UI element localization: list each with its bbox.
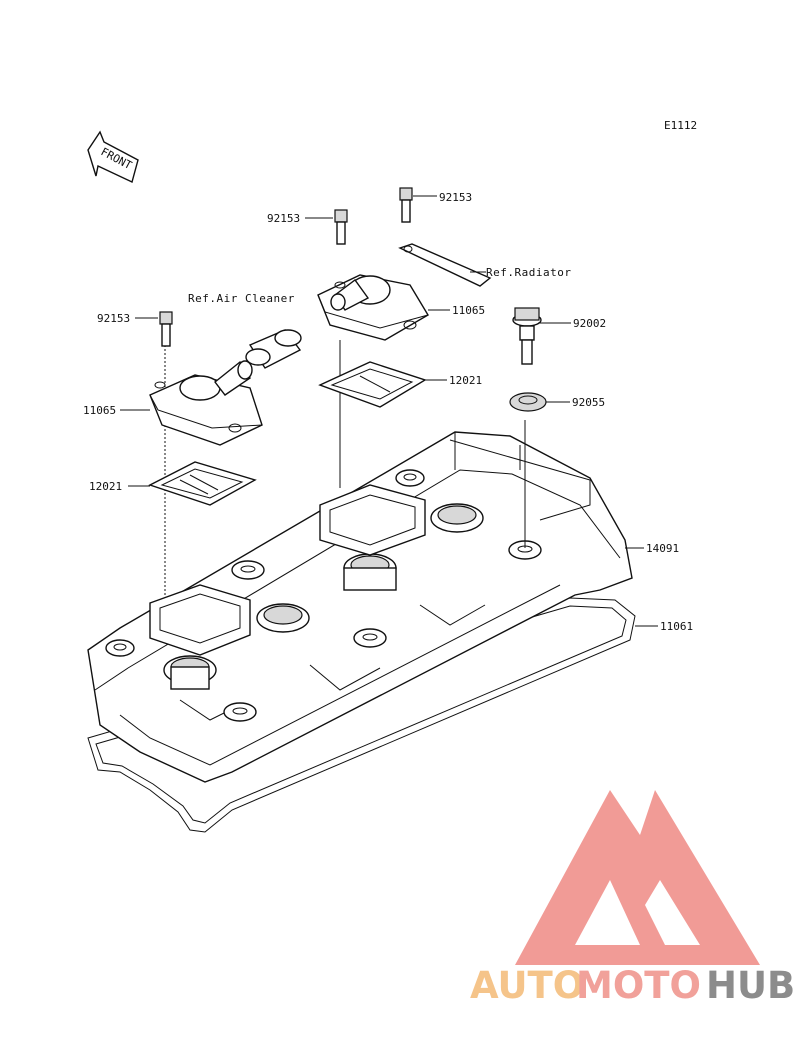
- callout-12021-right: 12021: [449, 374, 482, 387]
- bolt-92153-a: [334, 209, 348, 245]
- bolt-92002: [512, 307, 542, 365]
- reed-valve-cover-right-11065: [317, 274, 429, 341]
- ref-air-cleaner-label: Ref.Air Cleaner: [188, 292, 295, 305]
- callout-92055: 92055: [572, 396, 605, 409]
- callout-92002: 92002: [573, 317, 606, 330]
- air-cleaner-hose: [245, 329, 302, 369]
- reed-valve-right-12021: [318, 361, 427, 408]
- callout-12021-left: 12021: [89, 480, 122, 493]
- watermark-hub: HUB: [706, 964, 795, 1007]
- watermark-moto: MOTO: [576, 964, 701, 1007]
- radiator-bracket: [398, 243, 492, 287]
- bolt-92153-c: [159, 311, 173, 347]
- callout-92153-c: 92153: [97, 312, 130, 325]
- automotohub-logo: [515, 790, 760, 965]
- callout-11061: 11061: [660, 620, 693, 633]
- front-arrow-icon: FRONT: [87, 130, 139, 183]
- reed-valve-left-12021: [148, 461, 257, 506]
- ref-radiator-label: Ref.Radiator: [486, 266, 571, 279]
- callout-92153-a: 92153: [267, 212, 300, 225]
- callout-92153-b: 92153: [439, 191, 472, 204]
- callout-11065-right: 11065: [452, 304, 485, 317]
- callout-11065-left: 11065: [83, 404, 116, 417]
- callout-14091: 14091: [646, 542, 679, 555]
- cylinder-head-cover-14091: [87, 431, 633, 783]
- bolt-92153-b: [399, 187, 413, 223]
- cover-gasket-11061: [87, 597, 636, 833]
- reed-valve-cover-left-11065: [149, 360, 263, 446]
- watermark-auto: AUTO: [470, 964, 584, 1007]
- grommet-92055: [509, 392, 547, 412]
- diagram-code: E1112: [664, 119, 697, 132]
- logo-triangle-mark: [515, 790, 760, 965]
